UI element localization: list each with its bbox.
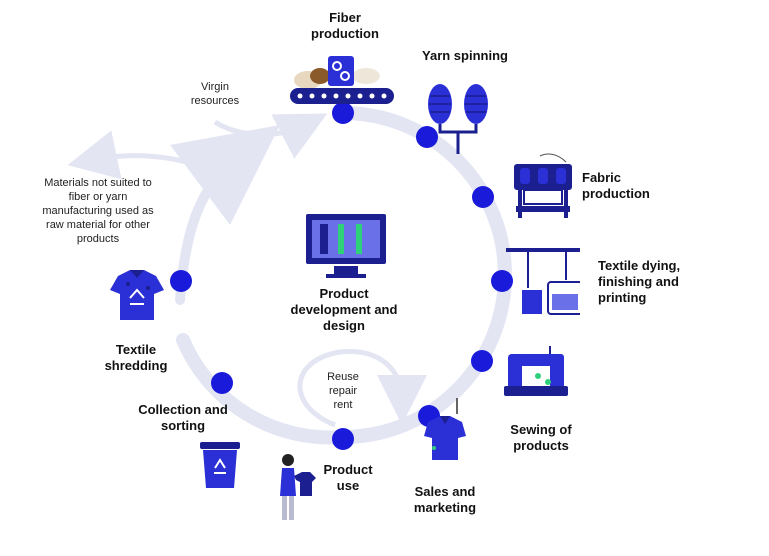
node-sewing (471, 350, 493, 372)
reuse-loop-arrow (297, 349, 427, 428)
shirt-hanger-icon (424, 398, 466, 460)
label-product-development: Product development and design (290, 286, 398, 333)
label-sales: Sales and marketing (413, 484, 477, 515)
label-fabric-production: Fabric production (582, 170, 650, 201)
node-shredding (170, 270, 192, 292)
woman-with-shirt-icon (280, 454, 316, 520)
virgin-resources-arrow (213, 113, 328, 159)
note-virgin-resources: Virgin resources (190, 81, 240, 107)
note-reuse-repair-rent: Reuse repair rent (327, 371, 359, 411)
main-cycle-arc (176, 106, 512, 445)
knitting-machine-icon (514, 153, 572, 218)
dye-baths-icon (506, 248, 580, 315)
label-sewing: Sewing of products (510, 422, 572, 453)
fiber-machine-icon (290, 56, 394, 104)
sewing-machine-icon (504, 346, 568, 396)
node-fabric-production (472, 186, 494, 208)
node-fiber-production (332, 102, 354, 124)
label-textile-dying: Textile dying, finishing and printing (598, 258, 681, 305)
node-yarn-spinning (416, 126, 438, 148)
materials-out-arrow (67, 130, 211, 180)
shredded-shirt-icon (110, 270, 164, 320)
node-collection (211, 372, 233, 394)
yarn-spools-icon (428, 84, 488, 154)
label-yarn-spinning: Yarn spinning (422, 48, 508, 63)
node-textile-dying (491, 270, 513, 292)
note-materials-not-suited: Materials not suited to fiber or yarn ma… (42, 177, 154, 245)
label-product-use: Product use (323, 462, 373, 493)
node-product-use (332, 428, 354, 450)
label-collection: Collection and sorting (138, 402, 228, 433)
design-monitor-icon (306, 214, 386, 278)
recycling-bin-icon (200, 442, 240, 488)
label-shredding: Textile shredding (104, 342, 168, 373)
label-fiber-production: Fiber production (311, 10, 379, 41)
